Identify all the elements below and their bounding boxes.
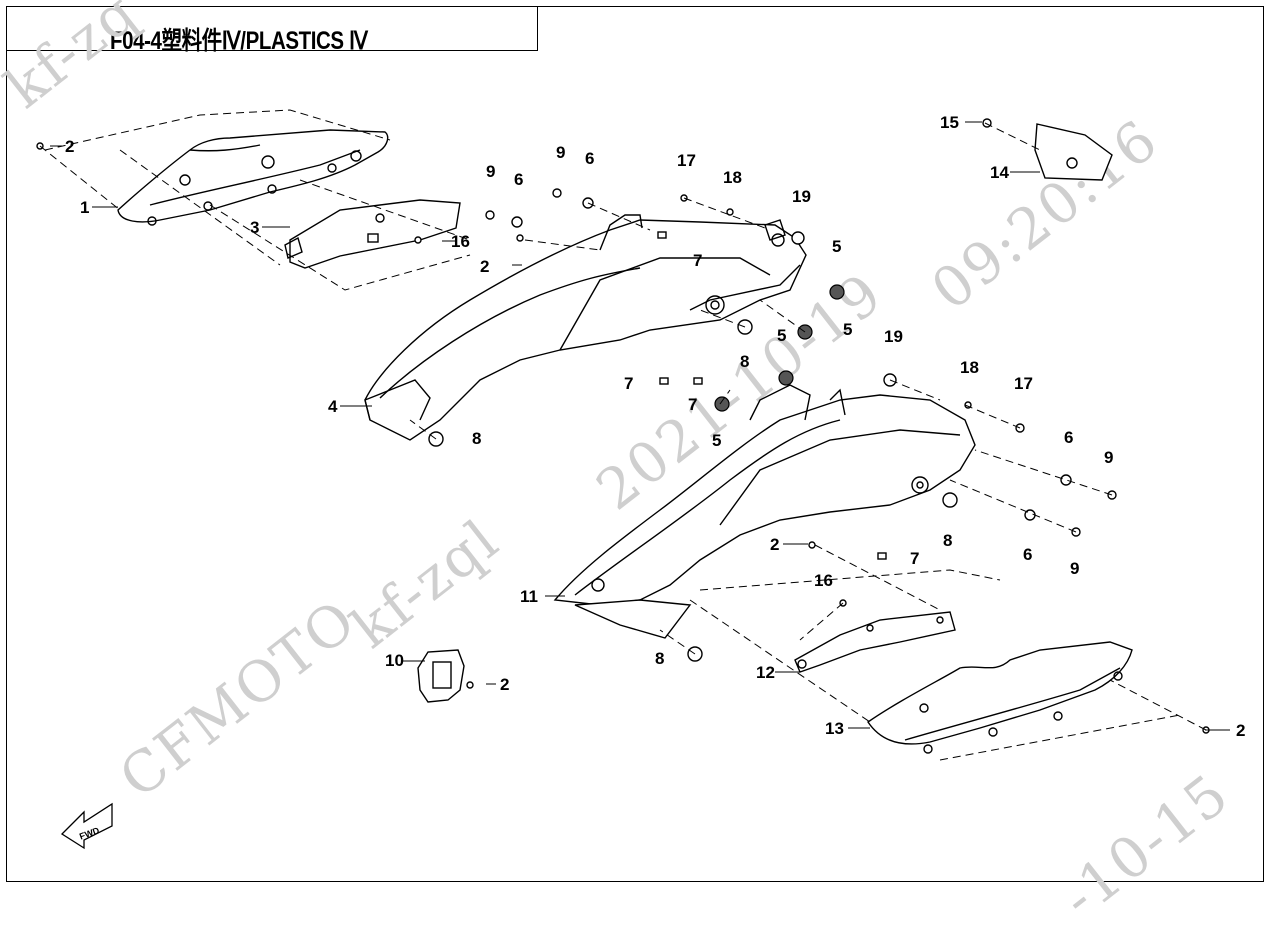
part-3-inner-panel <box>284 199 461 269</box>
callout-2-e: 2 <box>1236 721 1245 740</box>
callout-2-d: 2 <box>500 675 509 694</box>
callout-17: 17 <box>677 151 696 170</box>
callout-6-c: 6 <box>1064 428 1073 447</box>
part-10-bracket <box>417 649 465 703</box>
forward-direction-arrow-icon: FWD <box>60 802 113 850</box>
callout-17-b: 17 <box>1014 374 1033 393</box>
callout-15: 15 <box>940 113 959 132</box>
assembly-lines <box>39 109 1207 761</box>
callout-16: 16 <box>451 232 470 251</box>
callout-labels: 1 2 3 4 5 6 7 8 9 10 11 12 13 14 15 16 1… <box>65 113 1245 740</box>
drawing-border <box>6 6 1264 882</box>
callout-18: 18 <box>723 168 742 187</box>
callout-6: 6 <box>514 170 523 189</box>
callout-4: 4 <box>328 397 338 416</box>
part-1-left-upper-cover <box>117 129 389 226</box>
callout-16-b: 16 <box>814 571 833 590</box>
callout-5-d: 5 <box>712 431 721 450</box>
callout-3: 3 <box>250 218 259 237</box>
part-13-right-lower-cover <box>867 641 1133 754</box>
callout-7-b: 7 <box>624 374 633 393</box>
page-title: F04-4塑料件Ⅳ/PLASTICS Ⅳ <box>110 27 368 55</box>
leader-lines <box>50 121 1230 731</box>
callout-2: 2 <box>65 137 74 156</box>
callout-12: 12 <box>756 663 775 682</box>
callout-13: 13 <box>825 719 844 738</box>
callout-6-b: 6 <box>585 149 594 168</box>
callout-8-b: 8 <box>740 352 749 371</box>
callout-14: 14 <box>990 163 1009 182</box>
callout-7-d: 7 <box>910 549 919 568</box>
fasteners <box>36 118 1210 734</box>
callout-1: 1 <box>80 198 89 217</box>
callout-9-d: 9 <box>1070 559 1079 578</box>
exploded-parts-diagram: 1 2 3 4 5 6 7 8 9 10 11 12 13 14 15 16 1… <box>36 109 1245 761</box>
callout-9-b: 9 <box>556 143 565 162</box>
grommets <box>714 284 845 412</box>
callout-19: 19 <box>792 187 811 206</box>
title-block: F04-4塑料件Ⅳ/PLASTICS Ⅳ <box>6 6 538 55</box>
callout-5: 5 <box>832 237 841 256</box>
callout-6-d: 6 <box>1023 545 1032 564</box>
callout-8-c: 8 <box>943 531 952 550</box>
callout-2-b: 2 <box>480 257 489 276</box>
callout-5-b: 5 <box>843 320 852 339</box>
callout-18-b: 18 <box>960 358 979 377</box>
callout-11: 11 <box>520 587 538 606</box>
callout-10: 10 <box>385 651 404 670</box>
callout-7: 7 <box>693 251 702 270</box>
callout-9: 9 <box>486 162 495 181</box>
part-4-left-frame-cover <box>364 214 807 441</box>
callout-9-c: 9 <box>1104 448 1113 467</box>
callout-8-d: 8 <box>655 649 664 668</box>
part-14-small-panel <box>1034 123 1113 181</box>
part-12-lower-trim <box>794 611 956 673</box>
callout-8: 8 <box>472 429 481 448</box>
callout-19-b: 19 <box>884 327 903 346</box>
callout-2-c: 2 <box>770 535 779 554</box>
callout-7-c: 7 <box>688 395 697 414</box>
callout-5-c: 5 <box>777 326 786 345</box>
part-11-right-frame-cover <box>553 384 976 639</box>
